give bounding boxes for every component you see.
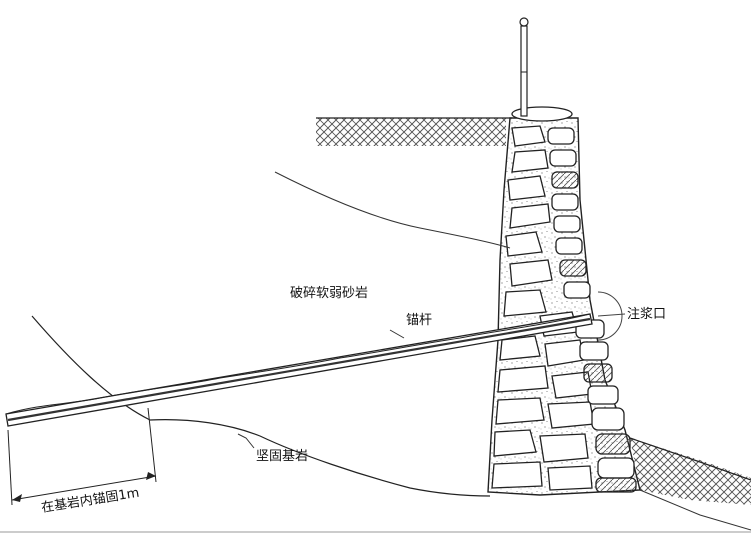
right-ground-toe <box>629 437 751 531</box>
anchor-rod-label: 锚杆 <box>406 313 432 328</box>
bedrock-leader <box>237 433 255 449</box>
anchor-rod <box>5 313 593 427</box>
retaining-wall <box>487 106 641 496</box>
grout-port-label: 注浆口 <box>627 307 666 322</box>
railing-post <box>519 17 529 117</box>
bedrock-boundary-line <box>31 315 491 497</box>
grout-port-marker <box>597 291 626 341</box>
bedrock-label: 坚固基岩 <box>256 449 308 464</box>
anchorage-dimension <box>7 407 157 506</box>
anchor-rod-leader <box>389 329 405 339</box>
anchorage-length-label: 在基岩内锚固1m <box>40 485 140 516</box>
fractured-rock-label: 破碎软弱砂岩 <box>290 286 368 301</box>
top-ground-surface <box>316 117 512 146</box>
fractured-rock-boundary <box>274 171 511 249</box>
